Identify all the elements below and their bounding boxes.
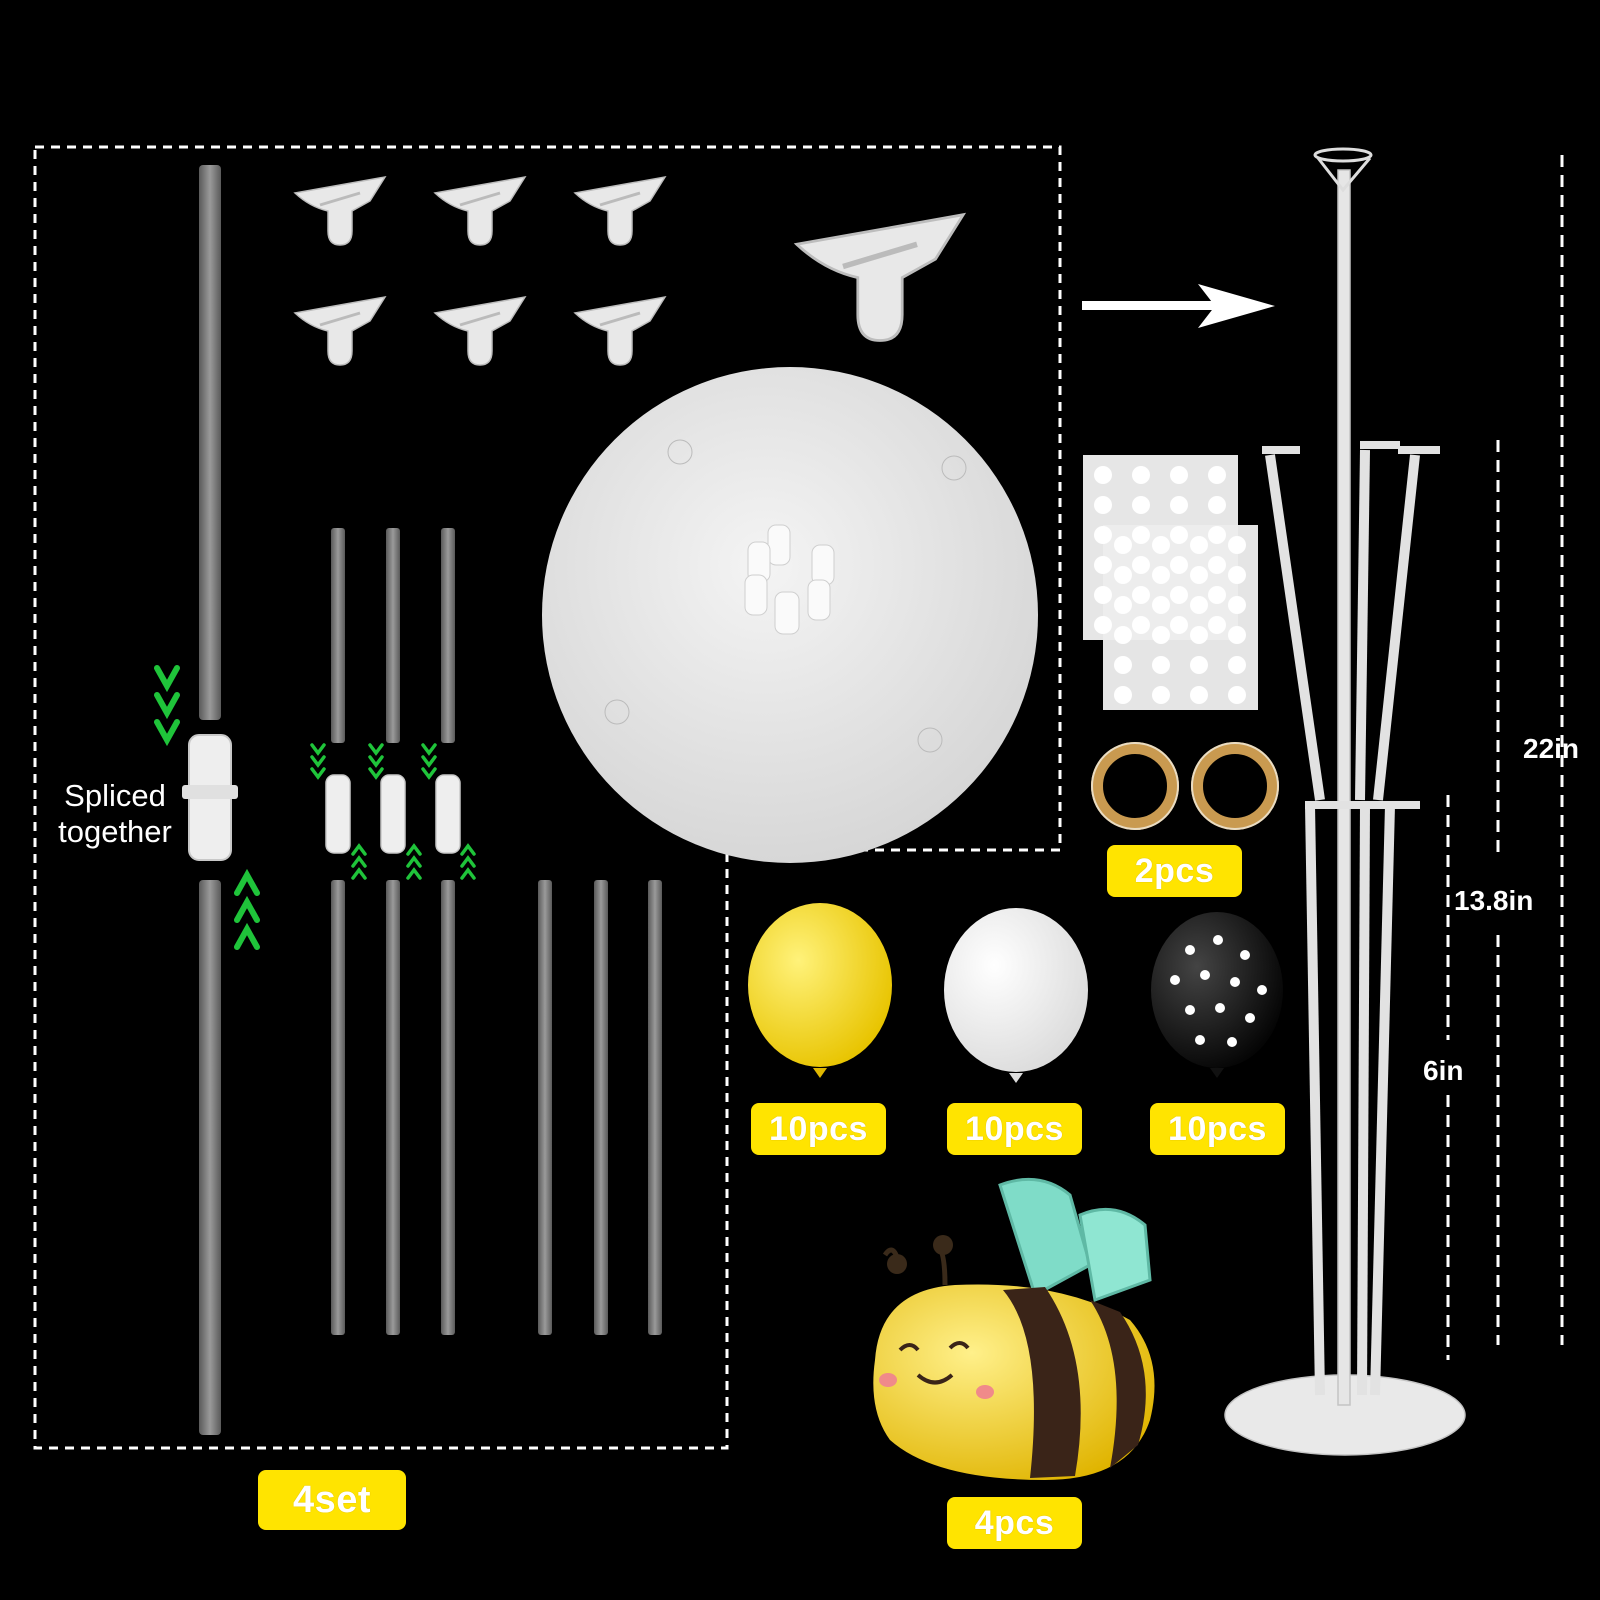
glue-dot	[1208, 556, 1226, 574]
short-connectors	[325, 774, 461, 854]
polka-dot	[1170, 975, 1180, 985]
glue-dot	[1114, 536, 1132, 554]
polka-dot	[1230, 977, 1240, 987]
glue-dot	[1228, 656, 1246, 674]
dimension-middle: 13.8in	[1454, 885, 1534, 916]
spliced-label: Spliced together	[58, 778, 172, 849]
glue-dot	[1152, 566, 1170, 584]
glue-dot	[1208, 616, 1226, 634]
polka-dot	[1185, 1005, 1195, 1015]
glue-dot	[1132, 526, 1150, 544]
glue-dot	[1208, 496, 1226, 514]
glue-dot	[1094, 466, 1112, 484]
polka-dot	[1215, 1003, 1225, 1013]
polka-dot	[1240, 950, 1250, 960]
glue-dot	[1114, 596, 1132, 614]
round-base	[542, 367, 1038, 863]
glue-dot	[1132, 466, 1150, 484]
balloon-icon	[748, 903, 1283, 1083]
spliced-arrow-icon	[154, 665, 260, 950]
glue-dot	[1094, 496, 1112, 514]
glue-dot	[1170, 586, 1188, 604]
polka-dot	[1245, 1013, 1255, 1023]
glue-dot	[1190, 686, 1208, 704]
polka-balloon-count-badge: 10pcs	[1150, 1103, 1285, 1155]
glue-dot	[1208, 466, 1226, 484]
dots-count-badge: 2pcs	[1107, 845, 1242, 897]
bee-balloon-count-badge: 4pcs	[947, 1497, 1082, 1549]
polka-dot	[1195, 1035, 1205, 1045]
glue-dot	[1228, 596, 1246, 614]
glue-dot	[1114, 566, 1132, 584]
glue-dot	[1228, 686, 1246, 704]
assembled-stand	[1224, 147, 1466, 1456]
glue-dot	[1170, 616, 1188, 634]
glue-dot	[1152, 596, 1170, 614]
kit-outline	[33, 145, 1062, 1450]
glue-dot	[1094, 616, 1112, 634]
glue-dot	[1132, 496, 1150, 514]
glue-dot	[1170, 496, 1188, 514]
glue-dot	[1190, 626, 1208, 644]
dimension-lines	[1446, 155, 1564, 1360]
glue-dot	[1152, 626, 1170, 644]
glue-dot	[1152, 536, 1170, 554]
glue-dot	[1152, 686, 1170, 704]
glue-dot	[1190, 566, 1208, 584]
dimension-lower: 6in	[1423, 1055, 1464, 1086]
small-spliced-arrow-icon	[310, 743, 476, 880]
glue-dot	[1190, 536, 1208, 554]
glue-dot	[1170, 526, 1188, 544]
cup-icon	[293, 175, 963, 367]
glue-dot	[1094, 586, 1112, 604]
glue-dot	[1094, 526, 1112, 544]
yellow-balloon-count-badge: 10pcs	[751, 1103, 886, 1155]
glue-dot	[1114, 656, 1132, 674]
polka-dot	[1200, 970, 1210, 980]
glue-dot	[1132, 616, 1150, 634]
glue-dot	[1114, 626, 1132, 644]
glue-dot	[1170, 556, 1188, 574]
glue-dot	[1228, 626, 1246, 644]
right-arrow-icon	[1082, 284, 1275, 328]
glue-dot	[1114, 686, 1132, 704]
glue-dot	[1190, 596, 1208, 614]
glue-dot	[1228, 536, 1246, 554]
glue-dot	[1190, 656, 1208, 674]
long-rod	[199, 165, 221, 1435]
polka-dot	[1213, 935, 1223, 945]
glue-dot	[1228, 566, 1246, 584]
glue-dot	[1208, 526, 1226, 544]
long-connector	[182, 734, 238, 861]
dimension-total: 22in	[1523, 733, 1580, 764]
glue-dot	[1208, 586, 1226, 604]
glue-dot	[1094, 556, 1112, 574]
short-rods	[331, 528, 662, 1335]
glue-dot	[1132, 586, 1150, 604]
polka-dot	[1257, 985, 1267, 995]
glue-dot	[1170, 466, 1188, 484]
glue-dot	[1152, 656, 1170, 674]
bee-icon	[873, 1177, 1155, 1480]
glue-dot-sheets	[1083, 455, 1258, 710]
polka-dot	[1185, 945, 1195, 955]
set-count-badge: 4set	[258, 1470, 406, 1530]
tape-rolls	[1091, 742, 1279, 830]
polka-dot	[1227, 1037, 1237, 1047]
glue-dot	[1132, 556, 1150, 574]
white-balloon-count-badge: 10pcs	[947, 1103, 1082, 1155]
